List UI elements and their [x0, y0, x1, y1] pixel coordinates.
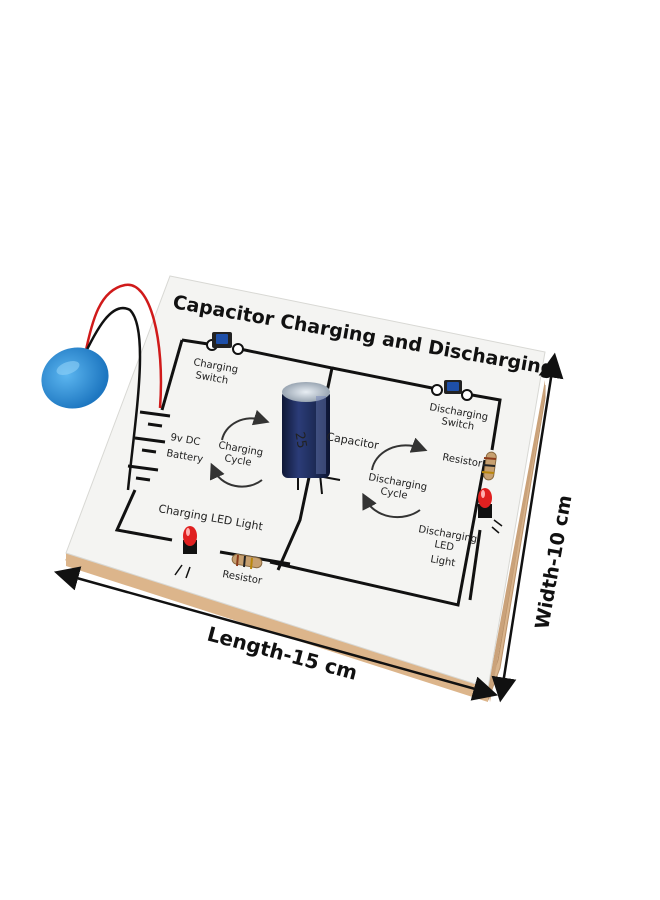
discharging-led-label-3: Light	[429, 554, 456, 569]
discharging-led-label-2: LED	[433, 539, 454, 553]
battery-wires	[80, 283, 163, 491]
dimension-arrows	[53, 352, 564, 703]
charging-switch[interactable]	[206, 332, 244, 355]
charging-cycle-arrows	[209, 409, 270, 488]
width-arrow	[491, 352, 564, 703]
battery-symbol	[127, 410, 171, 482]
board-face	[65, 275, 546, 689]
discharging-cycle-arrows	[362, 437, 428, 519]
resistor-bottom	[231, 553, 263, 570]
capacitor: 25	[282, 382, 341, 495]
battery-cap	[41, 347, 109, 409]
width-label: Width-10 cm	[531, 493, 576, 630]
battery-label-1: 9v DC	[169, 432, 201, 448]
discharging-switch[interactable]	[431, 380, 473, 401]
capacitor-marking: 25	[291, 431, 309, 450]
length-arrow	[53, 566, 499, 701]
charging-led	[174, 526, 197, 579]
charging-cycle-label-2: Cycle	[223, 453, 252, 469]
discharging-cycle-label-2: Cycle	[379, 486, 408, 502]
